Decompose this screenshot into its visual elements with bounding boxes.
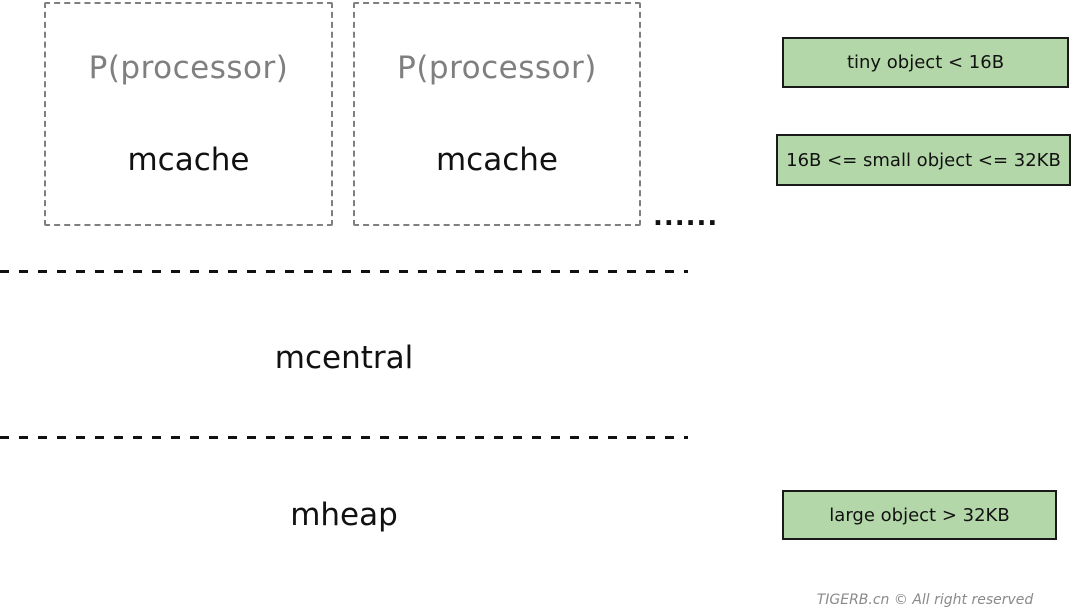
mcentral-label: mcentral (274, 340, 414, 376)
legend-small-object: 16B <= small object <= 32KB (776, 134, 1071, 186)
mheap-label: mheap (290, 497, 398, 533)
legend-tiny-object: tiny object < 16B (782, 37, 1069, 88)
mcache-label: mcache (435, 142, 558, 178)
processor-box-2: P(processor) mcache (353, 2, 641, 226)
legend-large-object: large object > 32KB (782, 490, 1057, 540)
processor-title: P(processor) (88, 50, 289, 86)
processor-title: P(processor) (397, 50, 597, 86)
mcache-mcentral-divider (0, 270, 688, 273)
copyright-footer: TIGERB.cn © All right reserved (816, 592, 1034, 608)
mcentral-mheap-divider (0, 436, 688, 439)
processor-box-1: P(processor) mcache (44, 2, 333, 226)
more-processors-ellipsis: ...... (653, 202, 719, 232)
mcache-label: mcache (127, 142, 250, 178)
